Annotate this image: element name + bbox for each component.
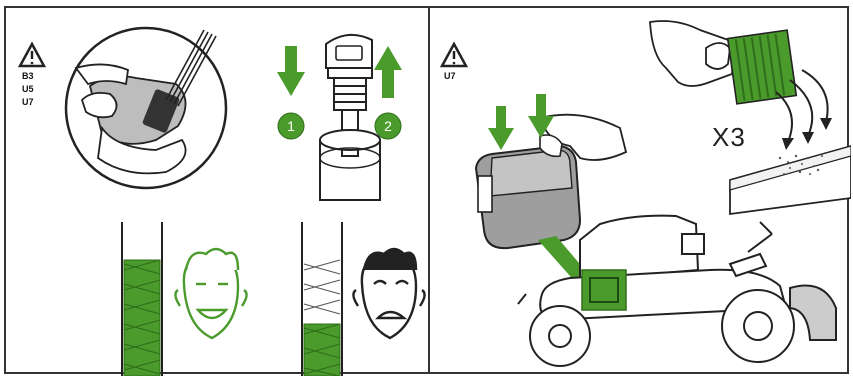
step-1-number: 1: [287, 118, 295, 134]
repeat-count-label: X3: [712, 122, 746, 153]
step-number-layer: 1 2: [6, 8, 432, 376]
warning-triangle-icon: [442, 44, 466, 66]
table-surface: [730, 146, 851, 214]
step-2-number: 2: [384, 118, 392, 134]
right-instruction-panel: U7 X3: [428, 6, 849, 374]
warning-code: U7: [444, 70, 456, 83]
left-instruction-panel: B3 U5 U7 1 2: [4, 6, 430, 374]
right-warning-codes: U7: [444, 70, 456, 83]
right-panel-illustrations: [430, 8, 851, 376]
